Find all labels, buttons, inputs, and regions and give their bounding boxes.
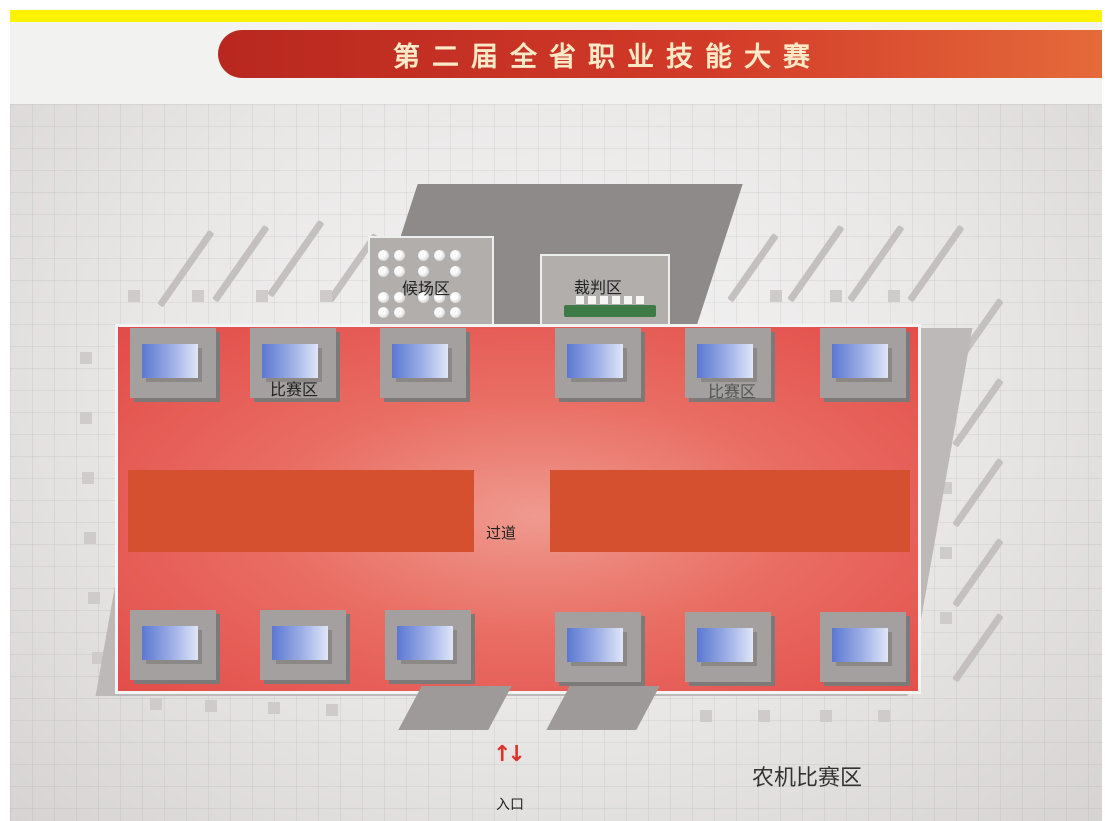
competition-area-label-right: 比赛区 bbox=[708, 382, 757, 401]
workstation-screen bbox=[262, 344, 318, 378]
floor-dot bbox=[84, 532, 96, 544]
workstation bbox=[820, 612, 906, 682]
waiting-seat bbox=[378, 307, 389, 318]
waiting-seat bbox=[418, 266, 429, 277]
workstation-screen bbox=[697, 628, 753, 662]
waiting-seat bbox=[378, 266, 389, 277]
floor-dot bbox=[878, 710, 890, 722]
waiting-area-label: 候场区 bbox=[402, 279, 451, 298]
waiting-seat bbox=[450, 292, 461, 303]
waiting-seat bbox=[378, 292, 389, 303]
waiting-seat bbox=[450, 266, 461, 277]
floor-dot bbox=[88, 592, 100, 604]
workstation bbox=[555, 612, 641, 682]
entrance-label: 入口 bbox=[496, 797, 524, 813]
workstation-screen bbox=[567, 344, 623, 378]
workstation bbox=[555, 328, 641, 398]
venue-name-label: 农机比赛区 bbox=[752, 766, 863, 791]
floor-dot bbox=[940, 547, 952, 559]
judge-seat bbox=[636, 296, 644, 304]
judge-seat bbox=[600, 296, 608, 304]
judge-table bbox=[564, 305, 656, 317]
floor-dot bbox=[320, 290, 332, 302]
waiting-seat bbox=[418, 292, 429, 303]
floor-dot bbox=[888, 290, 900, 302]
workstation bbox=[820, 328, 906, 398]
floor-dot bbox=[268, 702, 280, 714]
event-title: 第二届全省职业技能大赛 bbox=[393, 41, 822, 73]
waiting-seat bbox=[394, 307, 405, 318]
floor-dot bbox=[700, 710, 712, 722]
floor-dot bbox=[326, 704, 338, 716]
judging-area-label: 裁判区 bbox=[574, 278, 623, 297]
workstation bbox=[685, 328, 771, 398]
top-highlight-strip bbox=[10, 10, 1102, 22]
redacted-block-right bbox=[550, 470, 910, 552]
floor-dot bbox=[192, 290, 204, 302]
floor-dot bbox=[940, 612, 952, 624]
floor-dot bbox=[830, 290, 842, 302]
workstation-screen bbox=[272, 626, 328, 660]
workstation bbox=[685, 612, 771, 682]
judge-seat bbox=[612, 296, 620, 304]
aisle-label: 过道 bbox=[486, 524, 517, 542]
workstation-screen bbox=[392, 344, 448, 378]
workstation bbox=[380, 328, 466, 398]
workstation-screen bbox=[832, 344, 888, 378]
waiting-seat bbox=[418, 250, 429, 261]
workstation-screen bbox=[397, 626, 453, 660]
floor-dot bbox=[820, 710, 832, 722]
floor-dot bbox=[758, 710, 770, 722]
waiting-seat bbox=[394, 292, 405, 303]
workstation bbox=[130, 610, 216, 680]
judge-seat bbox=[576, 296, 584, 304]
waiting-seat bbox=[434, 292, 445, 303]
competition-area-label-left: 比赛区 bbox=[270, 380, 319, 399]
waiting-seat bbox=[450, 307, 461, 318]
floor-dot bbox=[205, 700, 217, 712]
floor-dot bbox=[256, 290, 268, 302]
workstation bbox=[250, 328, 336, 398]
floor-dot bbox=[82, 472, 94, 484]
judge-seat bbox=[624, 296, 632, 304]
workstation bbox=[385, 610, 471, 680]
waiting-seat bbox=[378, 250, 389, 261]
workstation-screen bbox=[142, 344, 198, 378]
judge-seat bbox=[588, 296, 596, 304]
waiting-seat bbox=[434, 307, 445, 318]
waiting-seat bbox=[394, 266, 405, 277]
floor-dot bbox=[128, 290, 140, 302]
floor-dot bbox=[770, 290, 782, 302]
workstation bbox=[130, 328, 216, 398]
waiting-seat bbox=[394, 250, 405, 261]
floor-dot bbox=[80, 412, 92, 424]
workstation-screen bbox=[697, 344, 753, 378]
title-banner: 第二届全省职业技能大赛 bbox=[218, 30, 1102, 78]
workstation-screen bbox=[567, 628, 623, 662]
floor-dot bbox=[80, 352, 92, 364]
floor-plan-photo: 第二届全省职业技能大赛 bbox=[10, 22, 1102, 821]
redacted-block-left bbox=[128, 470, 474, 552]
entrance-arrows-icon: ↑↓ bbox=[493, 742, 526, 767]
waiting-seat bbox=[450, 250, 461, 261]
waiting-seat bbox=[434, 250, 445, 261]
workstation-screen bbox=[832, 628, 888, 662]
workstation bbox=[260, 610, 346, 680]
floor-dot bbox=[150, 698, 162, 710]
workstation-screen bbox=[142, 626, 198, 660]
